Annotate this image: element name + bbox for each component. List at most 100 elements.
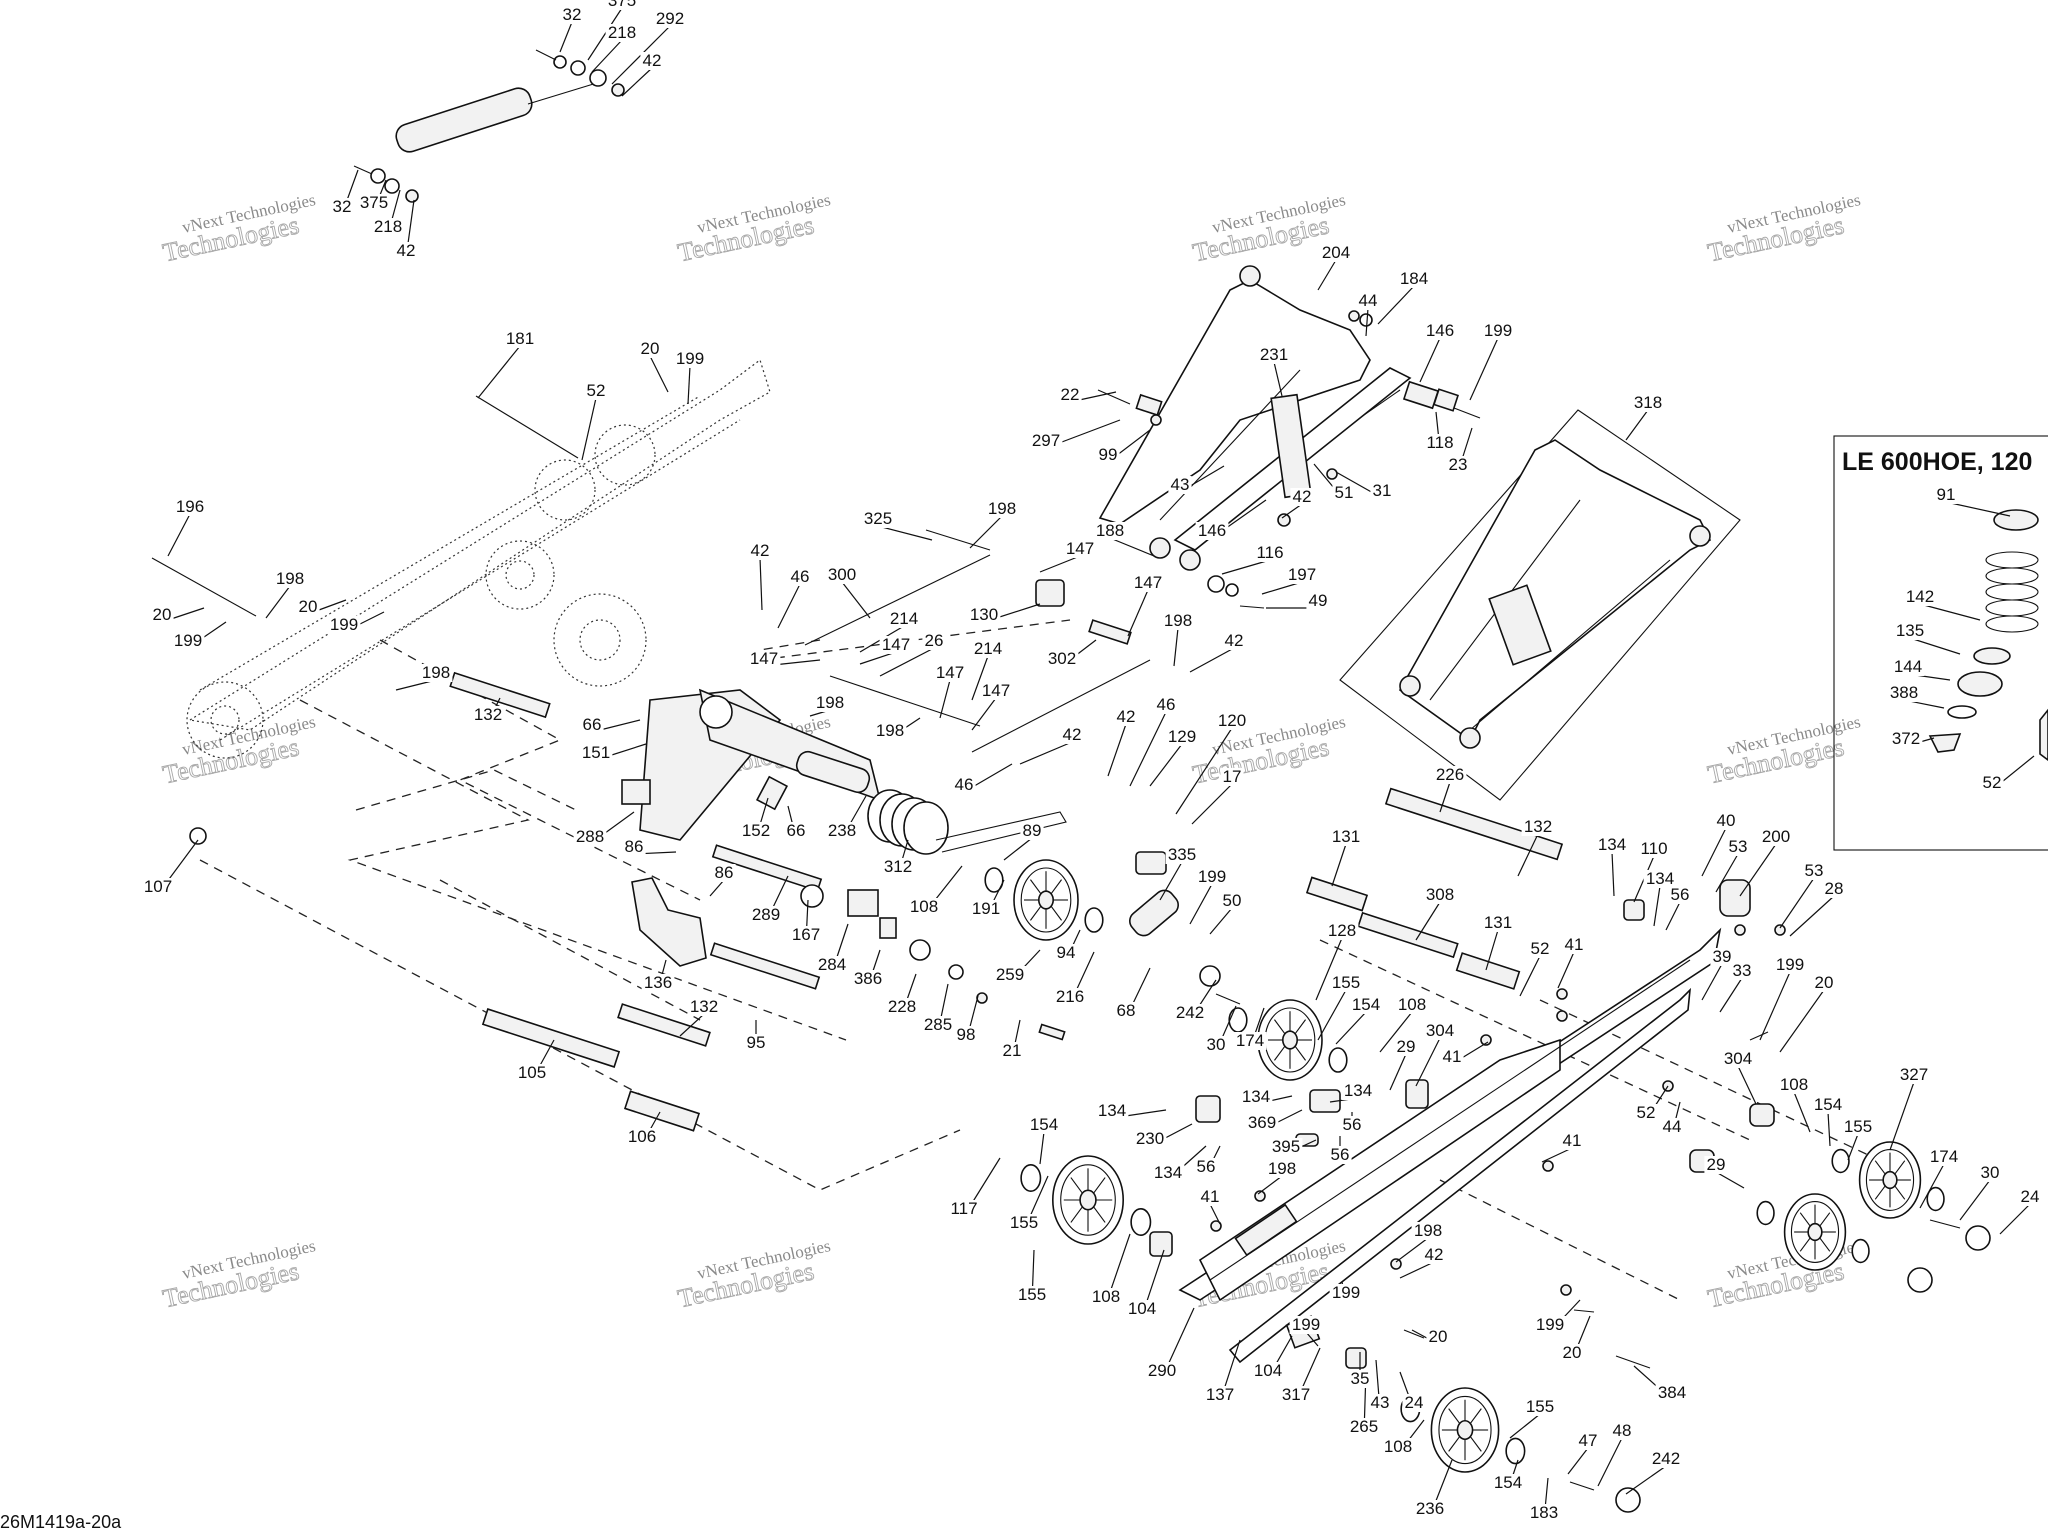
part-number-callout: 44: [1663, 1117, 1682, 1136]
part-number-callout: 86: [625, 837, 644, 856]
part-number-callout: 50: [1223, 891, 1242, 910]
callout-leader: [587, 7, 623, 61]
callout-label-bg: [969, 900, 1003, 918]
part-number-callout: 199: [1484, 321, 1512, 340]
part-number-callout: 66: [583, 715, 602, 734]
callout-label-bg: [1660, 1118, 1684, 1136]
callout-leader: [1597, 1437, 1623, 1487]
callout-leader: [1665, 901, 1681, 931]
callout-label-bg: [1370, 482, 1394, 500]
part-number-callout: 20: [299, 597, 318, 616]
callout-label-bg: [1195, 868, 1229, 886]
part-number-callout: 40: [1717, 811, 1736, 830]
part-number-callout: 41: [1565, 935, 1584, 954]
callout-leader: [1653, 885, 1661, 927]
callout-leader: [1541, 1147, 1573, 1163]
callout-label-bg: [1811, 1096, 1845, 1114]
callout-leader: [1335, 1011, 1367, 1045]
part-number-callout: 46: [791, 567, 810, 586]
callout-label-bg: [1527, 1504, 1561, 1522]
part-number-callout: 46: [1157, 695, 1176, 714]
part-number-callout: 118: [1426, 433, 1453, 452]
callout-label-bg: [887, 610, 921, 628]
callout-label-bg: [1528, 940, 1552, 958]
part-number-callout: 198: [1268, 1159, 1296, 1178]
callout-label-bg: [1349, 996, 1383, 1014]
part-number-callout: 44: [1359, 291, 1378, 310]
callout-label-bg: [1634, 1104, 1658, 1122]
callout-label-bg: [1114, 1002, 1138, 1020]
callout-label-bg: [640, 52, 664, 70]
part-number-callout: 136: [644, 973, 672, 992]
part-number-callout: 242: [1176, 1003, 1204, 1022]
callout-leader: [879, 647, 935, 677]
callout-label-bg: [1411, 1222, 1445, 1240]
callout-leader: [1039, 555, 1081, 573]
alternate-arm-box: [1339, 409, 1741, 801]
part-number-callout: 53: [1729, 837, 1748, 856]
callout-label-bg: [1891, 658, 1925, 676]
part-number-callout: 56: [1343, 1115, 1362, 1134]
callout-leader: [1715, 853, 1739, 893]
callout-label-bg: [1822, 880, 1846, 898]
callout-label-bg: [687, 998, 721, 1016]
part-number-callout: 35: [1351, 1369, 1370, 1388]
part-number-callout: 197: [1288, 565, 1316, 584]
part-number-callout: 108: [1780, 1075, 1808, 1094]
part-number-callout: 285: [924, 1015, 952, 1034]
callout-label-bg: [330, 198, 354, 216]
callout-leader: [1257, 1175, 1283, 1195]
callout-leader: [477, 345, 521, 399]
callout-leader: [1439, 781, 1451, 813]
callout-label-bg: [1523, 1398, 1557, 1416]
callout-label-bg: [1203, 1386, 1237, 1404]
callout-label-bg: [1045, 650, 1079, 668]
callout-leader: [1389, 1053, 1407, 1091]
callout-leader: [971, 655, 989, 701]
part-number-callout: 49: [1309, 591, 1328, 610]
callout-label-bg: [971, 640, 1005, 658]
idler-wheel: [1020, 1155, 1152, 1245]
callout-label-bg: [979, 682, 1013, 700]
part-number-callout: 20: [1815, 973, 1834, 992]
callout-label-bg: [2018, 1188, 2042, 1206]
part-number-callout: 51: [1335, 483, 1354, 502]
part-number-callout: 312: [884, 857, 912, 876]
part-number-callout: 89: [1023, 821, 1042, 840]
callout-leader: [1415, 901, 1441, 941]
part-number-callout: 214: [890, 609, 918, 628]
callout-leader: [1189, 647, 1235, 673]
callout-label-bg: [739, 822, 773, 840]
callout-label-bg: [1253, 544, 1287, 562]
part-number-callout: 290: [1148, 1361, 1176, 1380]
callout-label-bg: [1251, 1362, 1285, 1380]
callout-label-bg: [1704, 1156, 1728, 1174]
part-number-callout: 198: [876, 721, 904, 740]
part-number-callout: 155: [1332, 973, 1360, 992]
part-number-callout: 147: [882, 635, 910, 654]
callout-leader: [1415, 1037, 1441, 1087]
callout-label-bg: [1245, 1114, 1279, 1132]
callout-label-bg: [1978, 1164, 2002, 1182]
callout-label-bg: [1668, 886, 1692, 904]
part-number-callout: 137: [1206, 1385, 1234, 1404]
callout-label-bg: [1773, 956, 1807, 974]
part-number-callout: 29: [1397, 1037, 1416, 1056]
callout-label-bg: [1195, 522, 1229, 540]
part-number-callout: 167: [792, 925, 820, 944]
callout-label-bg: [1340, 1116, 1364, 1134]
part-number-callout: 29: [1707, 1155, 1726, 1174]
callout-label-bg: [885, 998, 919, 1016]
part-number-callout: 42: [397, 241, 416, 260]
part-number-callout: 218: [608, 23, 636, 42]
callout-label-bg: [1533, 1316, 1567, 1334]
callout-leader: [1737, 1065, 1757, 1105]
part-number-callout: 135: [1896, 621, 1924, 640]
callout-label-bg: [749, 906, 783, 924]
callout-label-bg: [744, 1034, 768, 1052]
callout-leader: [1149, 743, 1183, 787]
callout-leader: [1789, 895, 1835, 937]
part-number-callout: 131: [1484, 913, 1512, 932]
